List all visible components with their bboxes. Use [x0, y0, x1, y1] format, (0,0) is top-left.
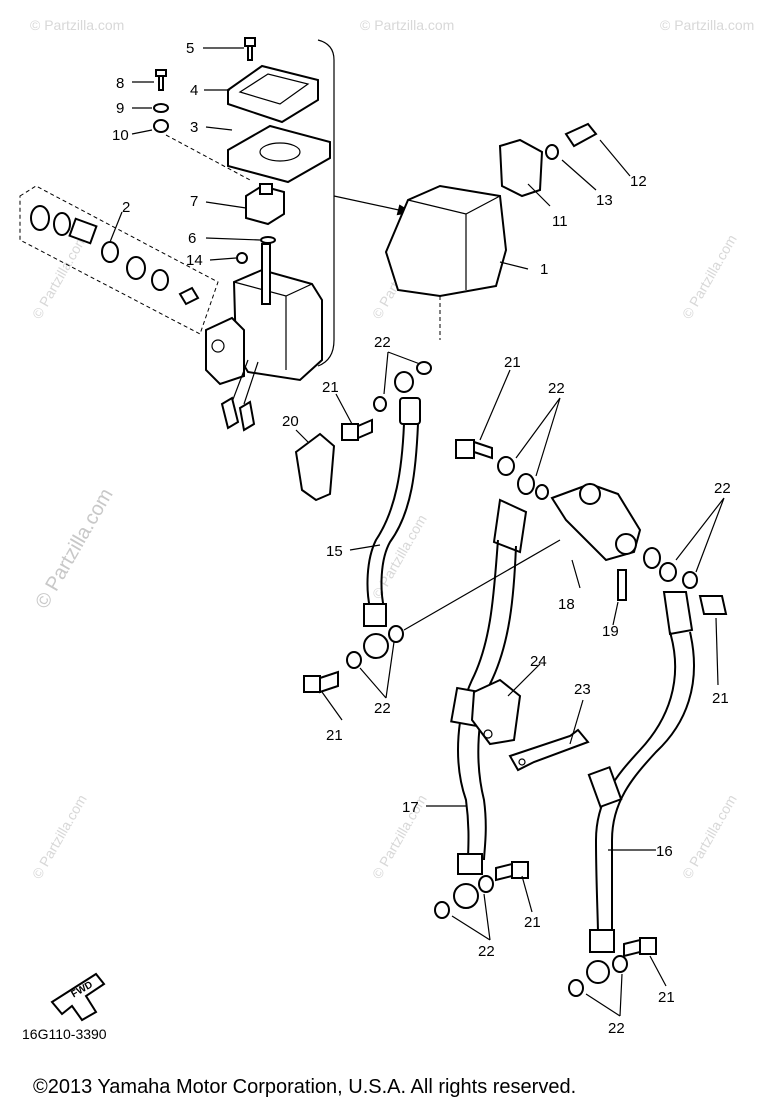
watermark-text: © Partzilla.com	[29, 792, 90, 882]
callout-19: 19	[602, 623, 619, 640]
watermark-text: © Partzilla.com	[679, 232, 740, 322]
callout-22: 22	[608, 1020, 625, 1037]
leader-lines	[109, 47, 725, 1017]
callout-21: 21	[658, 989, 675, 1006]
master-cylinder-assembly	[19, 37, 413, 432]
callout-22: 22	[374, 700, 391, 717]
watermark-text: © Partzilla.com	[369, 792, 430, 882]
callout-24: 24	[530, 653, 547, 670]
watermark-text: © Partzilla.com	[30, 17, 124, 33]
callout-22: 22	[478, 943, 495, 960]
callout-11: 11	[552, 213, 568, 230]
callout-22: 22	[548, 380, 565, 397]
callout-13: 13	[596, 192, 613, 209]
callout-12: 12	[630, 173, 647, 190]
callout-21: 21	[322, 379, 339, 396]
callout-23: 23	[574, 681, 591, 698]
callout-15: 15	[326, 543, 343, 560]
master-cylinder-body	[384, 122, 598, 340]
callout-17: 17	[402, 799, 419, 816]
callout-4: 4	[190, 82, 198, 99]
brake-joint-18	[550, 482, 728, 615]
watermark-text: © Partzilla.com	[31, 485, 117, 613]
brake-hose-17	[434, 439, 549, 919]
callout-5: 5	[186, 40, 194, 57]
fwd-arrow-icon: FWD	[50, 972, 106, 1022]
callout-2: 2	[122, 199, 130, 216]
watermark-text: © Partzilla.com	[29, 232, 90, 322]
callout-20: 20	[282, 413, 299, 430]
hose-15-fittings	[294, 361, 432, 502]
brake-hose-16	[568, 591, 695, 997]
callout-22: 22	[374, 334, 391, 351]
callout-7: 7	[190, 193, 198, 210]
callout-16: 16	[656, 843, 673, 860]
callout-21: 21	[712, 690, 729, 707]
callout-21: 21	[504, 354, 521, 371]
callout-18: 18	[558, 596, 575, 613]
watermarks: © Partzilla.com © Partzilla.com © Partzi…	[29, 17, 755, 882]
callout-10: 10	[112, 127, 129, 144]
callout-3: 3	[190, 119, 198, 136]
callout-21: 21	[524, 914, 541, 931]
callout-21: 21	[326, 727, 343, 744]
callout-22: 22	[714, 480, 731, 497]
callout-labels: 5 8 4 9 3 10 7 2 6 14 12 13 11 1 22 21 2…	[112, 40, 731, 1037]
brake-hose-15	[303, 397, 561, 694]
watermark-text: © Partzilla.com	[660, 17, 754, 33]
diagram-code: 16G110-3390	[22, 1026, 107, 1042]
callout-9: 9	[116, 100, 124, 117]
bracket-23	[508, 728, 590, 772]
callout-8: 8	[116, 75, 124, 92]
callout-6: 6	[188, 230, 196, 247]
watermark-text: © Partzilla.com	[360, 17, 454, 33]
callout-14: 14	[186, 252, 203, 269]
callout-1: 1	[540, 261, 548, 278]
watermark-text: © Partzilla.com	[679, 792, 740, 882]
copyright-notice: ©2013 Yamaha Motor Corporation, U.S.A. A…	[33, 1076, 577, 1098]
